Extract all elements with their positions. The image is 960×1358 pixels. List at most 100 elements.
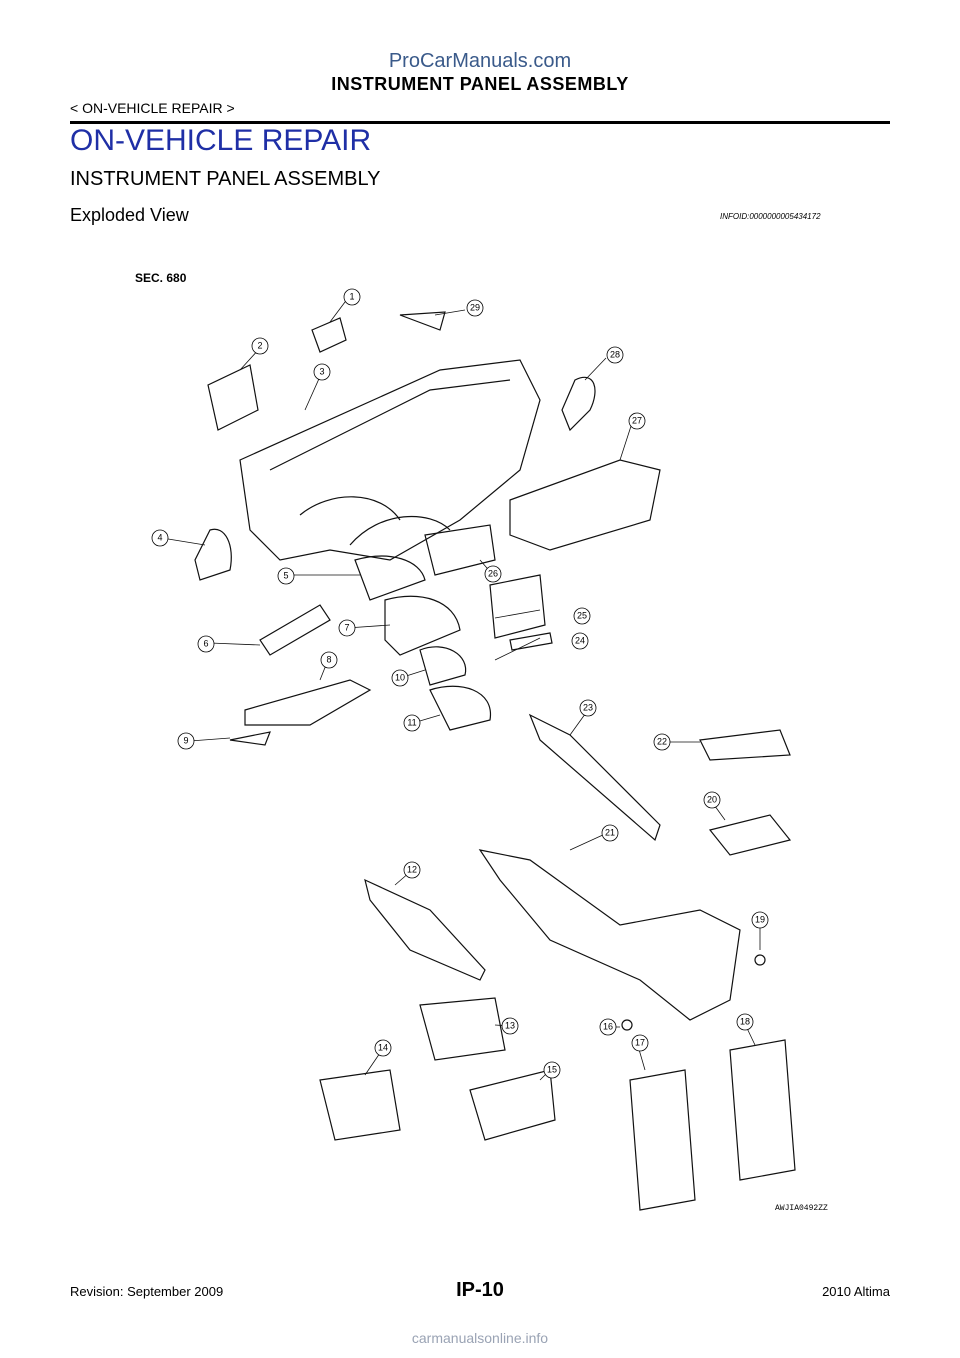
svg-text:23: 23 (583, 702, 593, 712)
part-26-shape (424, 524, 496, 576)
svg-text:8: 8 (326, 654, 331, 664)
figure-code: AWJIA0492ZZ (775, 1204, 828, 1213)
info-id: INFOID:0000000005434172 (720, 212, 821, 221)
model-year: 2010 Altima (822, 1284, 890, 1299)
svg-text:14: 14 (378, 1042, 388, 1052)
callout-9: 9 (177, 732, 195, 750)
svg-text:1: 1 (349, 291, 354, 301)
part-13-shape (419, 997, 506, 1061)
svg-text:21: 21 (605, 827, 615, 837)
part-24-shape (509, 632, 553, 651)
svg-text:13: 13 (505, 1020, 515, 1030)
callout-20: 20 (703, 791, 721, 809)
svg-text:15: 15 (547, 1064, 557, 1074)
callout-29: 29 (466, 299, 484, 317)
svg-text:7: 7 (344, 622, 349, 632)
revision-date: Revision: September 2009 (70, 1284, 224, 1299)
svg-text:5: 5 (283, 570, 288, 580)
part-12-shape (364, 878, 486, 981)
part-1-shape (311, 317, 347, 353)
part-27-shape (509, 459, 661, 551)
callout-27: 27 (628, 412, 646, 430)
part-25-shape (489, 574, 546, 639)
part-8-shape (244, 679, 372, 726)
part-16-shape (621, 1019, 633, 1031)
callout-26: 26 (484, 565, 502, 583)
callout-23: 23 (579, 699, 597, 717)
part-14-shape (319, 1069, 401, 1141)
part-28-shape (561, 376, 596, 432)
part-19-shape (754, 954, 766, 966)
svg-text:16: 16 (603, 1021, 613, 1031)
svg-text:24: 24 (575, 635, 585, 645)
svg-text:25: 25 (577, 610, 587, 620)
part-11-shape (429, 685, 491, 731)
dashboard-panel (239, 359, 541, 561)
part-17-shape (629, 1069, 696, 1211)
breadcrumb: < ON-VEHICLE REPAIR > (70, 100, 235, 116)
callout-14: 14 (374, 1039, 392, 1057)
header-rule (70, 121, 890, 124)
callout-17: 17 (631, 1034, 649, 1052)
callout-6: 6 (197, 635, 215, 653)
callout-24: 24 (571, 632, 589, 650)
part-9-shape (229, 731, 271, 746)
svg-text:6: 6 (203, 638, 208, 648)
svg-text:10: 10 (395, 672, 405, 682)
section-title: INSTRUMENT PANEL ASSEMBLY (331, 74, 629, 94)
svg-text:27: 27 (632, 415, 642, 425)
page-heading: ON-VEHICLE REPAIR (70, 124, 372, 157)
svg-text:28: 28 (610, 349, 620, 359)
callout-1: 1 (343, 288, 361, 306)
diagram-parts (161, 297, 796, 1211)
svg-text:17: 17 (635, 1037, 645, 1047)
callout-28: 28 (606, 346, 624, 364)
callout-5: 5 (277, 567, 295, 585)
svg-text:3: 3 (319, 366, 324, 376)
callout-3: 3 (313, 363, 331, 381)
exploded-view-diagram: 1 2 3 4 5 6 7 8 9 10 11 12 13 14 15 16 1… (135, 271, 828, 1213)
part-5-shape (354, 555, 426, 601)
svg-text:29: 29 (470, 302, 480, 312)
callout-25: 25 (573, 607, 591, 625)
callout-15: 15 (543, 1061, 561, 1079)
watermark-text: ProCarManuals.com (388, 50, 572, 72)
part-2-shape (207, 364, 259, 431)
callout-13: 13 (501, 1017, 519, 1035)
callout-8: 8 (320, 651, 338, 669)
part-7-shape (384, 595, 461, 656)
page-number: IP-10 (456, 1279, 504, 1301)
callout-2: 2 (251, 337, 269, 355)
callout-11: 11 (403, 714, 421, 732)
part-18-shape (729, 1039, 796, 1181)
svg-text:26: 26 (488, 568, 498, 578)
part-29-shape (399, 311, 446, 331)
callout-19: 19 (751, 911, 769, 929)
part-6-shape (259, 604, 331, 656)
site-link[interactable]: carmanualsonline.info (411, 1330, 549, 1346)
part-22-shape (699, 729, 791, 761)
callout-12: 12 (403, 861, 421, 879)
svg-text:2: 2 (257, 340, 262, 350)
part-10-shape (419, 646, 467, 686)
svg-text:18: 18 (740, 1016, 750, 1026)
page-subheading: INSTRUMENT PANEL ASSEMBLY (70, 168, 381, 190)
part-20-shape (708, 814, 792, 856)
svg-text:9: 9 (183, 735, 188, 745)
part-15-shape (469, 1069, 556, 1141)
center-console (478, 849, 741, 1021)
svg-text:19: 19 (755, 914, 765, 924)
callout-18: 18 (736, 1013, 754, 1031)
callout-21: 21 (601, 824, 619, 842)
callout-22: 22 (653, 733, 671, 751)
callout-16: 16 (599, 1018, 617, 1036)
svg-text:4: 4 (157, 532, 162, 542)
section-label: SEC. 680 (135, 271, 187, 285)
callout-10: 10 (391, 669, 409, 687)
callout-4: 4 (151, 529, 169, 547)
topic-heading: Exploded View (70, 205, 189, 225)
svg-text:20: 20 (707, 794, 717, 804)
part-4-shape (194, 528, 232, 581)
part-23-shape (528, 713, 661, 842)
callout-labels: 1 2 3 4 5 6 7 8 9 10 11 12 13 14 15 16 1… (151, 288, 769, 1079)
